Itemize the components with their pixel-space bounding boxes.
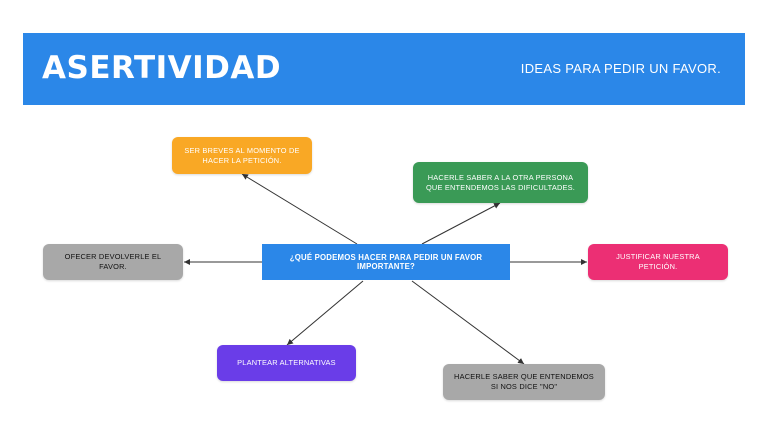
node-justify-request: JUSTIFICAR NUESTRA PETICIÓN. <box>588 244 728 280</box>
central-question-node: ¿QUÉ PODEMOS HACER PARA PEDIR UN FAVOR I… <box>262 244 510 280</box>
page-subtitle: IDEAS PARA PEDIR UN FAVOR. <box>520 61 721 76</box>
arrow-to-alternatives <box>286 280 364 346</box>
node-accept-no: HACERLE SABER QUE ENTENDEMOS SI NOS DICE… <box>443 364 605 400</box>
arrow-to-brief <box>241 173 358 245</box>
title-banner: ASERTIVIDAD IDEAS PARA PEDIR UN FAVOR. <box>23 33 745 105</box>
node-understand-difficulties: HACERLE SABER A LA OTRA PERSONA QUE ENTE… <box>413 162 588 203</box>
node-propose-alternatives: PLANTEAR ALTERNATIVAS <box>217 345 356 381</box>
node-be-brief: SER BREVES AL MOMENTO DE HACER LA PETICI… <box>172 137 312 174</box>
node-offer-return-favor: OFECER DEVOLVERLE EL FAVOR. <box>43 244 183 280</box>
arrow-to-difficulties <box>421 202 501 245</box>
page-title: ASERTIVIDAD <box>42 50 282 86</box>
arrow-to-accept-no <box>411 280 525 365</box>
